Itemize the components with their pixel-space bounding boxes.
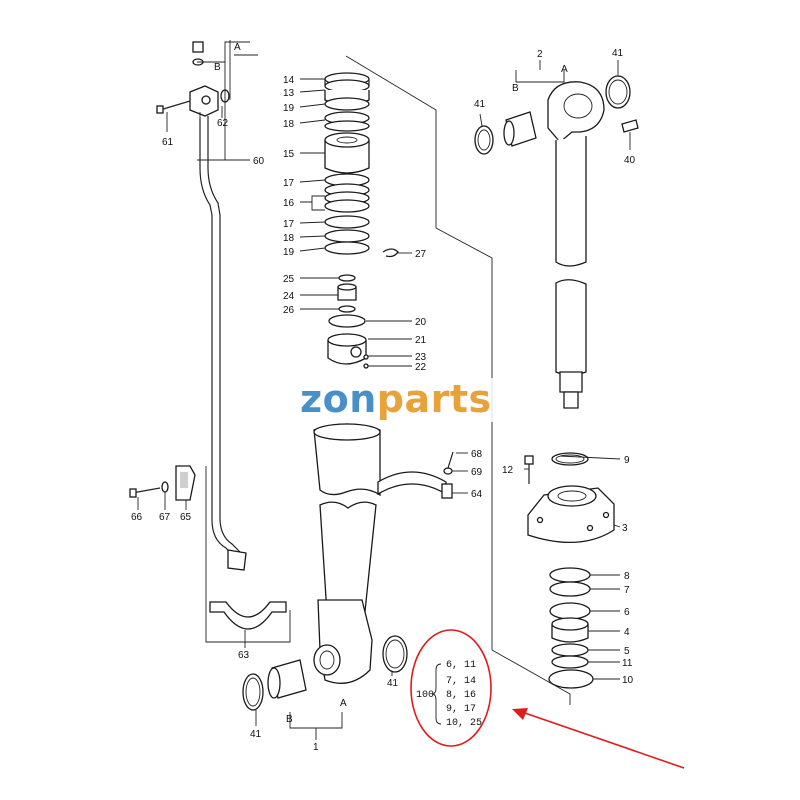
label-part-11: 11 xyxy=(622,658,633,669)
label-part-23: 23 xyxy=(415,352,427,363)
kit-row: 8, 16 xyxy=(446,690,476,701)
callout-arrowhead xyxy=(512,708,528,720)
label-part-18: 18 xyxy=(283,119,295,130)
label-part-19: 19 xyxy=(283,103,295,114)
bracket-63 xyxy=(209,601,287,630)
piston-rod-upper xyxy=(555,136,587,267)
piston-15 xyxy=(324,140,370,174)
label-part-14: 14 xyxy=(283,75,295,86)
label-part-69: 69 xyxy=(471,467,483,478)
cylinder-tube xyxy=(209,423,454,711)
label-part-68: 68 xyxy=(471,449,483,460)
kit-number: 100 xyxy=(416,690,434,701)
label-part-22: 22 xyxy=(415,362,427,373)
part-labels: 14 13 19 18 15 17 16 17 18 19 27 25 24 2… xyxy=(131,42,636,753)
grease-fitting-40 xyxy=(621,119,639,133)
label-part-10: 10 xyxy=(622,675,634,686)
kit-row: 6, 11 xyxy=(446,660,476,671)
label-part-63: 63 xyxy=(238,650,250,661)
label-part-41: 41 xyxy=(474,99,486,110)
label-part-3: 3 xyxy=(622,523,628,534)
kit-brace xyxy=(431,663,442,725)
watermark: zonparts xyxy=(290,377,522,422)
guide-lines xyxy=(137,40,631,740)
seal-41c xyxy=(382,635,408,673)
label-part-24: 24 xyxy=(283,291,295,302)
label-part-67: 67 xyxy=(159,512,171,523)
label-ref-B: B xyxy=(286,714,293,725)
label-ref-B: B xyxy=(214,62,221,73)
seal-41a xyxy=(605,75,631,109)
label-part-62: 62 xyxy=(217,118,229,129)
label-part-61: 61 xyxy=(162,137,174,148)
rod-assembly xyxy=(474,75,639,689)
label-part-1: 1 xyxy=(313,742,319,753)
watermark-zon: zon xyxy=(300,377,377,421)
seal-8 xyxy=(549,567,591,583)
label-part-41: 41 xyxy=(387,678,399,689)
label-part-13: 13 xyxy=(283,88,295,99)
label-ref-B: B xyxy=(512,83,519,94)
seal-6 xyxy=(549,602,591,620)
label-part-2: 2 xyxy=(537,49,543,60)
wiper-10 xyxy=(548,669,594,689)
watermark-text: zonparts xyxy=(300,377,492,421)
plug-cap xyxy=(192,41,204,53)
label-part-5: 5 xyxy=(624,646,630,657)
seal-7 xyxy=(549,581,591,597)
label-part-12: 12 xyxy=(502,465,514,476)
ring-11 xyxy=(551,655,589,669)
label-part-65: 65 xyxy=(180,512,192,523)
label-ref-A: A xyxy=(561,64,568,75)
piston-stack xyxy=(324,72,399,369)
label-ref-A: A xyxy=(340,698,347,709)
label-part-19: 19 xyxy=(283,247,295,258)
band-64 xyxy=(377,471,447,496)
label-part-8: 8 xyxy=(624,571,630,582)
bolt-61 xyxy=(159,100,191,111)
pipe-tube-inner xyxy=(207,116,241,553)
label-part-6: 6 xyxy=(624,607,630,618)
label-part-16: 16 xyxy=(283,198,295,209)
bushing-4 xyxy=(551,617,589,631)
callout-arrow xyxy=(521,711,685,769)
label-part-9: 9 xyxy=(624,455,630,466)
label-part-41: 41 xyxy=(250,729,262,740)
pipe-assembly xyxy=(129,41,247,571)
label-part-21: 21 xyxy=(415,335,427,346)
kit-row: 9, 17 xyxy=(446,704,476,715)
kit-row: 7, 14 xyxy=(446,676,476,687)
label-ref-A: A xyxy=(234,42,241,53)
rod-eye xyxy=(547,81,605,143)
pipe-tube-outer xyxy=(199,118,233,556)
label-part-18: 18 xyxy=(283,233,295,244)
pin-27 xyxy=(382,248,399,258)
label-part-41: 41 xyxy=(612,48,624,59)
kit-row: 10, 25 xyxy=(446,718,482,729)
label-part-17: 17 xyxy=(283,178,295,189)
callout-circle xyxy=(410,629,492,747)
piston-rod-lower xyxy=(555,279,587,376)
watermark-parts: parts xyxy=(377,377,492,421)
label-part-17: 17 xyxy=(283,219,295,230)
seal-kit-callout: 100 6, 11 7, 14 8, 16 9, 17 10, 25 xyxy=(410,629,685,769)
label-part-15: 15 xyxy=(283,149,295,160)
label-part-60: 60 xyxy=(253,156,265,167)
label-part-4: 4 xyxy=(624,627,630,638)
label-part-66: 66 xyxy=(131,512,143,523)
label-part-26: 26 xyxy=(283,305,295,316)
label-part-27: 27 xyxy=(415,249,427,260)
label-part-64: 64 xyxy=(471,489,483,500)
label-part-25: 25 xyxy=(283,274,295,285)
seal-5 xyxy=(551,643,589,657)
label-part-20: 20 xyxy=(415,317,427,328)
label-part-40: 40 xyxy=(624,155,636,166)
pipe-nut xyxy=(227,549,247,571)
label-part-7: 7 xyxy=(624,585,630,596)
